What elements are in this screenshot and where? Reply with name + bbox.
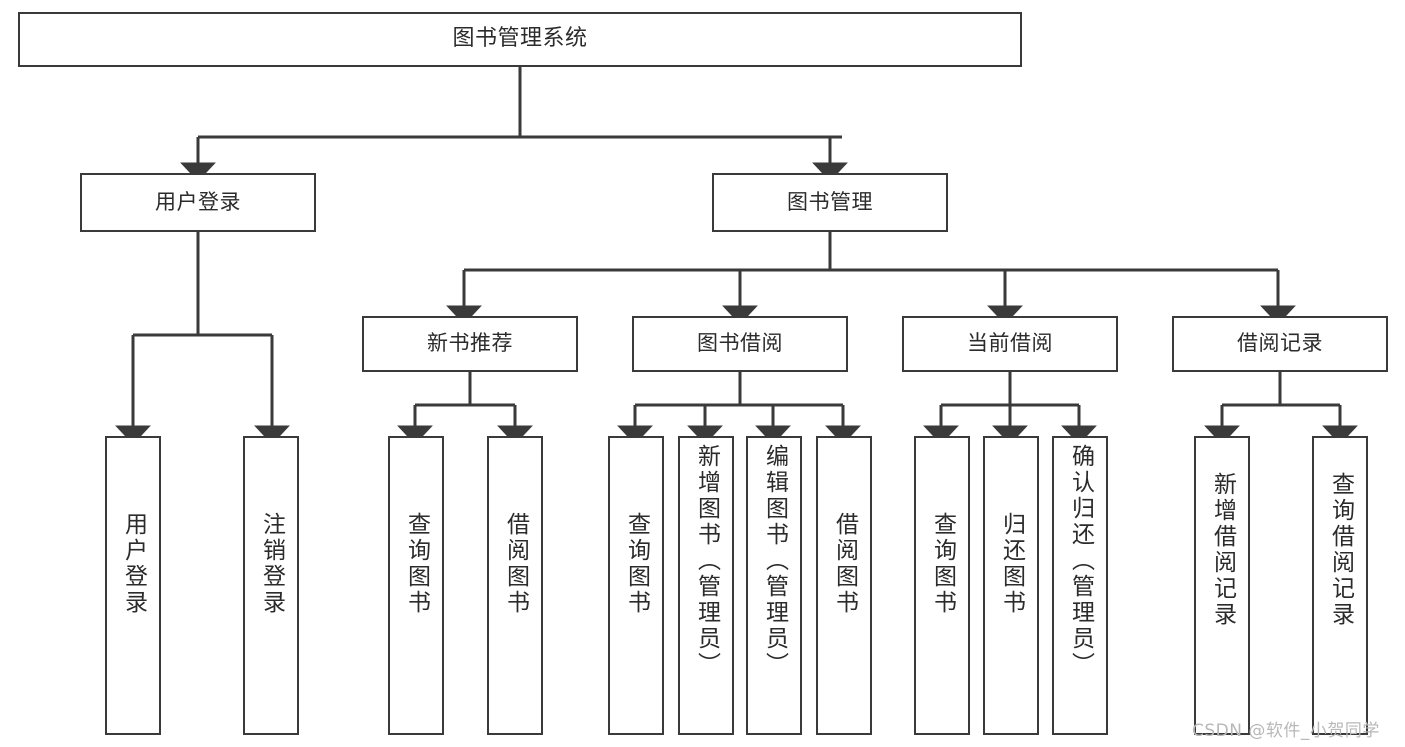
leaf-confirm-return[interactable]: 确认归还（管理员）	[1052, 436, 1108, 735]
node-book-borrow-label: 图书借阅	[697, 331, 783, 356]
leaf-query-borrow-record-label: 查询借阅记录	[1327, 472, 1354, 628]
node-book-manage[interactable]: 图书管理	[712, 173, 948, 232]
leaf-edit-book-label: 编辑图书（管理员）	[761, 444, 788, 678]
leaf-return-book[interactable]: 归还图书	[983, 436, 1039, 735]
node-book-manage-label: 图书管理	[787, 189, 873, 214]
leaf-add-book[interactable]: 新增图书（管理员）	[678, 436, 734, 735]
leaf-query-book-current-label: 查询图书	[929, 512, 956, 616]
node-new-book-recommend-label: 新书推荐	[427, 331, 513, 356]
leaf-query-borrow-record[interactable]: 查询借阅记录	[1312, 436, 1368, 735]
leaf-query-book-recommend[interactable]: 查询图书	[388, 436, 444, 735]
node-user-login-label: 用户登录	[155, 189, 241, 214]
leaf-user-login[interactable]: 用户登录	[105, 436, 161, 735]
leaf-query-book-current[interactable]: 查询图书	[914, 436, 970, 735]
leaf-confirm-return-label: 确认归还（管理员）	[1067, 444, 1094, 678]
leaf-logout-label: 注销登录	[258, 512, 285, 616]
node-root-label: 图书管理系统	[452, 26, 588, 52]
leaf-add-book-label: 新增图书（管理员）	[693, 444, 720, 678]
node-new-book-recommend[interactable]: 新书推荐	[362, 316, 578, 372]
csdn-watermark: CSDN @软件_小贺同学	[1192, 721, 1380, 741]
node-current-borrow-label: 当前借阅	[967, 331, 1053, 356]
leaf-edit-book[interactable]: 编辑图书（管理员）	[746, 436, 802, 735]
leaf-borrow-book[interactable]: 借阅图书	[816, 436, 872, 735]
leaf-user-login-label: 用户登录	[120, 512, 147, 616]
leaf-query-book-borrow[interactable]: 查询图书	[608, 436, 664, 735]
node-current-borrow[interactable]: 当前借阅	[902, 316, 1118, 372]
node-user-login[interactable]: 用户登录	[80, 173, 316, 232]
node-root[interactable]: 图书管理系统	[18, 12, 1022, 67]
leaf-query-book-borrow-label: 查询图书	[623, 512, 650, 616]
node-borrow-record[interactable]: 借阅记录	[1172, 316, 1388, 372]
leaf-return-book-label: 归还图书	[998, 512, 1025, 616]
leaf-borrow-book-recommend[interactable]: 借阅图书	[487, 436, 543, 735]
leaf-borrow-book-label: 借阅图书	[831, 512, 858, 616]
node-book-borrow[interactable]: 图书借阅	[632, 316, 848, 372]
leaf-logout[interactable]: 注销登录	[243, 436, 299, 735]
leaf-borrow-book-recommend-label: 借阅图书	[502, 512, 529, 616]
leaf-add-borrow-record[interactable]: 新增借阅记录	[1194, 436, 1250, 735]
node-borrow-record-label: 借阅记录	[1237, 331, 1323, 356]
leaf-add-borrow-record-label: 新增借阅记录	[1209, 472, 1236, 628]
leaf-query-book-recommend-label: 查询图书	[403, 512, 430, 616]
